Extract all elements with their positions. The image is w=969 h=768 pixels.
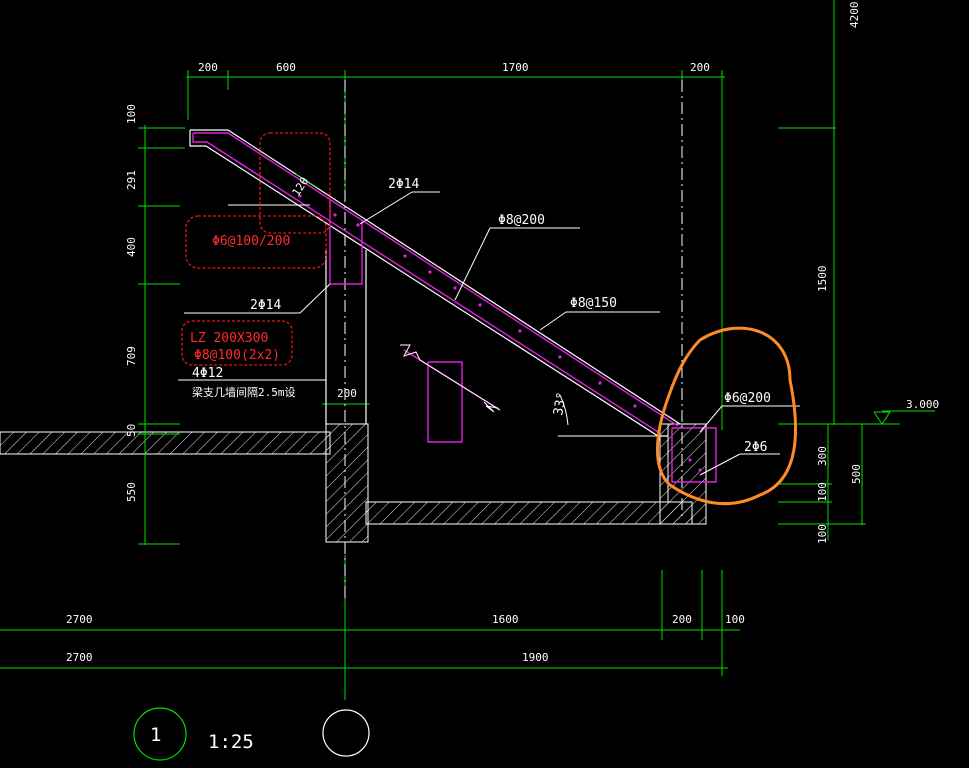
label-thickness: 120 (290, 175, 312, 199)
dim-left-3: 400 (125, 237, 138, 257)
dim-top-3: 1700 (502, 61, 529, 74)
right-dimensions: 4200 1500 300 500 100 100 3.000 (816, 2, 939, 545)
dim-top-2: 600 (276, 61, 296, 74)
bottom-dimension-lines (0, 398, 740, 700)
label-column-stirrup: Φ8@100(2x2) (194, 348, 280, 363)
label-right-stirrup: Φ6@200 (724, 391, 771, 406)
dim-left-2: 291 (125, 170, 138, 190)
leader-lines (178, 191, 800, 476)
dim-right-1: 4200 (848, 2, 861, 29)
ground-slab (0, 423, 707, 543)
stair-slab (189, 129, 681, 437)
label-top-beam-rebar: 2Φ14 (388, 177, 419, 192)
left-dimensions: 100 291 400 709 50 550 (125, 104, 138, 502)
dim-right-3: 300 (816, 446, 829, 466)
rebar-dots (298, 194, 702, 472)
scale-label: 1:25 (208, 731, 254, 753)
dim-top-4: 200 (690, 61, 710, 74)
label-angle: 33° (551, 391, 570, 417)
label-bottom-beam-rebar: 2Φ14 (250, 298, 281, 313)
dim-right-2: 1500 (816, 266, 829, 293)
dim-bottom-5: 2700 (66, 651, 93, 664)
label-right-bars: 2Φ6 (744, 440, 767, 455)
dim-left-6: 550 (125, 482, 138, 502)
right-dimension-lines (778, 0, 935, 540)
label-note: 梁支几墙间隔2.5m设 (192, 385, 296, 399)
label-dist-rebar: Φ8@150 (570, 296, 617, 311)
axis-bubble (322, 709, 370, 757)
label-diag-rebar: Φ8@200 (498, 213, 545, 228)
dim-left-1: 100 (125, 104, 138, 124)
dim-bottom-6: 1900 (522, 651, 549, 664)
dim-bottom-2: 1600 (492, 613, 519, 626)
dim-bottom-4: 100 (725, 613, 745, 626)
detail-number: 1 (150, 724, 161, 746)
dim-right-4: 500 (850, 464, 863, 484)
label-column-bars: 4Φ12 (192, 366, 223, 381)
dim-right-5: 100 (816, 482, 829, 502)
dim-top-1: 200 (198, 61, 218, 74)
dim-bottom-1: 2700 (66, 613, 93, 626)
dim-right-6: 100 (816, 524, 829, 544)
thickness-dim (295, 173, 319, 189)
axis-lines (344, 80, 683, 600)
label-small-dim: 200 (337, 387, 357, 400)
detail-number-circle (133, 707, 187, 761)
left-dimension-lines (138, 125, 185, 545)
bottom-dimensions: 2700 1600 200 100 2700 1900 (66, 613, 745, 664)
label-stirrup-note: Φ6@100/200 (212, 234, 290, 249)
label-column-name: LZ 200X300 (190, 331, 268, 346)
orange-markup-circle (655, 326, 798, 506)
level-mark: 3.000 (906, 398, 939, 411)
top-dimension-lines (186, 70, 725, 430)
annotations: 2Φ14 Φ8@200 Φ8@150 2Φ14 Φ6@100/200 LZ 20… (190, 175, 771, 455)
revision-clouds (181, 132, 331, 366)
top-dimensions: 200 600 1700 200 (198, 61, 710, 74)
dim-bottom-3: 200 (672, 613, 692, 626)
detail-markers: 1 1:25 (133, 707, 370, 761)
dim-left-5: 50 (125, 424, 138, 437)
dim-left-4: 709 (125, 346, 138, 366)
break-line-symbol (400, 344, 501, 413)
